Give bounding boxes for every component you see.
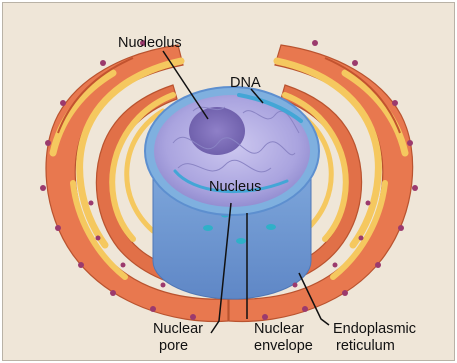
label-nuclear-pore-line1: Nuclear [153, 321, 203, 337]
label-er-line1: Endoplasmic [333, 321, 416, 337]
label-dna: DNA [230, 75, 261, 91]
label-er-line2: reticulum [336, 338, 395, 354]
label-nucleolus: Nucleolus [118, 35, 182, 51]
label-nucleus: Nucleus [209, 179, 261, 195]
label-nuclear-envelope-line1: Nuclear [254, 321, 304, 337]
nucleolus-body [189, 107, 245, 155]
label-nuclear-pore-line2: pore [159, 338, 188, 354]
label-nuclear-envelope-line2: envelope [254, 338, 313, 354]
